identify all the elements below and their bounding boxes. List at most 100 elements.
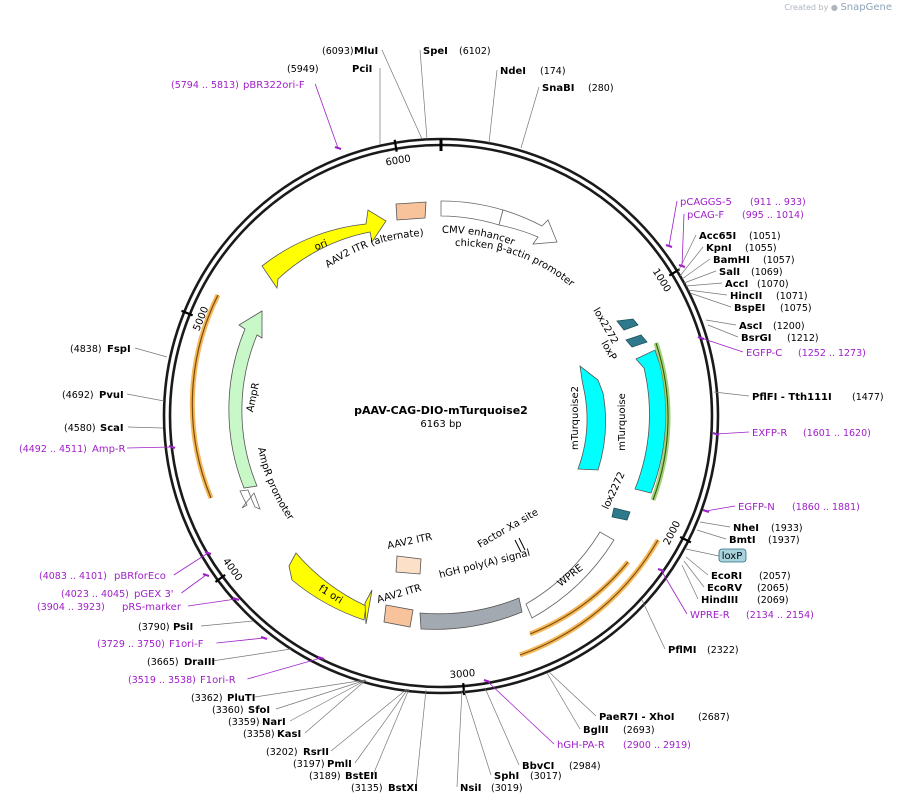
primer-wpre-r[interactable]: WPRE-R(2134 .. 2154) bbox=[690, 610, 814, 621]
primer-f1ori-f[interactable]: F1ori-F(3729 .. 3750) bbox=[97, 639, 204, 650]
loxp-arrow[interactable] bbox=[625, 334, 648, 348]
enzyme-leader bbox=[372, 688, 410, 776]
primer-f1ori-r[interactable]: F1ori-R(3519 .. 3538) bbox=[128, 675, 236, 686]
enzyme-leader bbox=[354, 688, 409, 764]
cmv-enhancer-box[interactable] bbox=[440, 200, 504, 226]
enzyme-site-asci[interactable]: AscI(1200) bbox=[739, 321, 805, 332]
feature-ori[interactable]: ori bbox=[261, 209, 387, 290]
enzyme-site-nhei[interactable]: NheI(1933) bbox=[733, 523, 803, 534]
enzyme-site-scai[interactable]: ScaI(4580) bbox=[64, 423, 124, 434]
enzyme-site-pflmi[interactable]: PflMI(2322) bbox=[668, 645, 739, 656]
enzyme-site-bglii[interactable]: BglII(2693) bbox=[583, 725, 655, 736]
ampr-label: AmpR bbox=[245, 382, 262, 414]
enzyme-site-hindiii[interactable]: HindIII(2069) bbox=[701, 595, 789, 606]
primer-amp-r[interactable]: Amp-R(4492 .. 4511) bbox=[19, 444, 126, 455]
aav2-itr-alt-box[interactable] bbox=[395, 201, 427, 221]
feature-f1-ori[interactable]: f1 ori bbox=[288, 552, 373, 625]
primer-exfp-r[interactable]: EXFP-R(1601 .. 1620) bbox=[752, 428, 871, 439]
enzyme-site-bsteii[interactable]: BstEII(3189) bbox=[309, 771, 378, 782]
feature-chicken-beta-actin-promoter[interactable]: chicken β-actin promoter bbox=[455, 209, 577, 290]
feature-mturquoise2[interactable]: mTurquoise2 bbox=[570, 365, 606, 471]
aav2-itr-inner-box[interactable] bbox=[395, 555, 422, 575]
feature-lox2272-b[interactable]: lox2272 bbox=[601, 470, 631, 521]
enzyme-leader bbox=[707, 324, 739, 338]
enzyme-site-kasi[interactable]: KasI(3358) bbox=[243, 729, 301, 740]
enzyme-site-sali[interactable]: SalI(1069) bbox=[719, 267, 783, 278]
enzyme-site-bstxi[interactable]: BstXI(3135) bbox=[351, 783, 418, 794]
feature-ampr[interactable]: AmpR bbox=[228, 310, 263, 489]
wpre-box[interactable] bbox=[525, 531, 615, 619]
feature-hgh-polya[interactable]: hGH poly(A) signal bbox=[419, 548, 531, 630]
ampr-arrow[interactable] bbox=[228, 310, 263, 489]
primer-pcaggs-5[interactable]: pCAGGS-5(911 .. 933) bbox=[680, 197, 806, 208]
enzyme-name: SfoI bbox=[248, 705, 270, 716]
primer-egfp-c[interactable]: EGFP-C(1252 .. 1273) bbox=[746, 348, 866, 359]
enzyme-site-acci[interactable]: AccI(1070) bbox=[725, 279, 789, 290]
hgh-polya-box[interactable] bbox=[419, 597, 523, 630]
loxp-site-box[interactable]: loxP bbox=[718, 548, 747, 563]
mturquoise2-arrow[interactable] bbox=[577, 365, 606, 471]
enzyme-site-kpni[interactable]: KpnI(1055) bbox=[706, 243, 777, 254]
primer-prs-marker[interactable]: pRS-marker(3904 .. 3923) bbox=[37, 602, 182, 613]
enzyme-site-bmti[interactable]: BmtI(1937) bbox=[729, 535, 800, 546]
enzyme-site-pflfi-tth111i[interactable]: PflFI - Tth111I(1477) bbox=[752, 392, 884, 403]
enzyme-site-pluti[interactable]: PluTI(3362) bbox=[191, 693, 255, 704]
enzyme-site-rsrii[interactable]: RsrII(3202) bbox=[266, 747, 329, 758]
factor-xa-mark-b bbox=[518, 537, 526, 551]
enzyme-name: BsrGI bbox=[741, 333, 771, 344]
enzyme-name: BbvCI bbox=[522, 761, 554, 772]
ori-arrow[interactable] bbox=[261, 209, 387, 290]
enzyme-leader bbox=[683, 270, 717, 284]
enzyme-site-pcii[interactable]: PciI(5949) bbox=[287, 64, 372, 75]
enzyme-leader bbox=[463, 689, 492, 776]
enzyme-site-paer7i-xhoi[interactable]: PaeR7I - XhoI(2687) bbox=[599, 712, 730, 723]
enzyme-site-mlui[interactable]: MluI(6093) bbox=[322, 46, 378, 57]
enzyme-site-psii[interactable]: PsiI(3790) bbox=[138, 622, 193, 633]
enzyme-site-hincii[interactable]: HincII(1071) bbox=[730, 291, 808, 302]
plasmid-name: pAAV-CAG-DIO-mTurquoise2 bbox=[354, 404, 528, 417]
feature-aav2-itr-inner[interactable]: AAV2 ITR bbox=[386, 532, 433, 575]
enzyme-site-ndei[interactable]: NdeI(174) bbox=[500, 66, 566, 77]
enzyme-site-fspi[interactable]: FspI(4838) bbox=[70, 344, 131, 355]
primer-pbrforeco[interactable]: pBRforEco(4083 .. 4101) bbox=[39, 571, 166, 582]
enzyme-site-draiii[interactable]: DraIII(3665) bbox=[147, 657, 215, 668]
enzyme-site-bamhi[interactable]: BamHI(1057) bbox=[713, 255, 795, 266]
enzyme-leader bbox=[546, 672, 581, 730]
feature-wpre[interactable]: WPRE bbox=[525, 531, 615, 619]
aav2-itr-3prime-box[interactable] bbox=[383, 604, 414, 628]
primer-pbr322ori-f[interactable]: pBR322ori-F(5794 .. 5813) bbox=[171, 80, 305, 91]
enzyme-site-nsii[interactable]: NsiI(3019) bbox=[460, 783, 523, 794]
enzyme-site-spei[interactable]: SpeI(6102) bbox=[423, 46, 491, 57]
primer-pgex-3-[interactable]: pGEX 3'(4023 .. 4045) bbox=[61, 589, 174, 600]
lox2272-b-label: lox2272 bbox=[601, 470, 628, 511]
feature-aav2-itr-3prime[interactable]: AAV2 ITR bbox=[376, 583, 423, 628]
enzyme-site-ecori[interactable]: EcoRI(2057) bbox=[711, 571, 791, 582]
enzyme-leader bbox=[705, 319, 737, 326]
lox2272-a-arrow[interactable] bbox=[616, 318, 639, 331]
ori-label: ori bbox=[313, 238, 329, 253]
enzyme-site-sphi[interactable]: SphI(3017) bbox=[494, 771, 562, 782]
enzyme-name: KpnI bbox=[706, 243, 732, 254]
lox2272-b-arrow[interactable] bbox=[611, 507, 631, 521]
feature-factor-xa-site[interactable]: Factor Xa site bbox=[476, 507, 540, 553]
ampr-promoter-arrow[interactable] bbox=[239, 489, 261, 510]
enzyme-site-pmli[interactable]: PmlI(3197) bbox=[293, 759, 352, 770]
enzyme-site-bsrgi[interactable]: BsrGI(1212) bbox=[741, 333, 819, 344]
primer-leader bbox=[314, 83, 339, 149]
enzyme-site-acc65i[interactable]: Acc65I(1051) bbox=[699, 231, 781, 242]
enzyme-leader bbox=[134, 347, 168, 358]
enzyme-site-bspei[interactable]: BspEI(1075) bbox=[734, 303, 812, 314]
enzyme-name: EcoRI bbox=[711, 571, 742, 582]
enzyme-site-ecorv[interactable]: EcoRV(2065) bbox=[707, 583, 789, 594]
plasmid-size: 6163 bp bbox=[420, 419, 461, 430]
enzyme-site-sfoi[interactable]: SfoI(3360) bbox=[212, 705, 270, 716]
cba-promoter-arrow[interactable] bbox=[498, 209, 558, 245]
enzyme-site-nari[interactable]: NarI(3359) bbox=[228, 717, 286, 728]
enzyme-site-bbvci[interactable]: BbvCI(2984) bbox=[522, 761, 601, 772]
primer-pcag-f[interactable]: pCAG-F(995 .. 1014) bbox=[687, 210, 804, 221]
primer-hgh-pa-r[interactable]: hGH-PA-R(2900 .. 2919) bbox=[557, 740, 691, 751]
primer-egfp-n[interactable]: EGFP-N(1860 .. 1881) bbox=[738, 502, 860, 513]
feature-mturquoise[interactable]: mTurquoise bbox=[617, 349, 667, 494]
enzyme-site-snabi[interactable]: SnaBI(280) bbox=[542, 83, 614, 94]
enzyme-site-pvui[interactable]: PvuI(4692) bbox=[62, 390, 124, 401]
